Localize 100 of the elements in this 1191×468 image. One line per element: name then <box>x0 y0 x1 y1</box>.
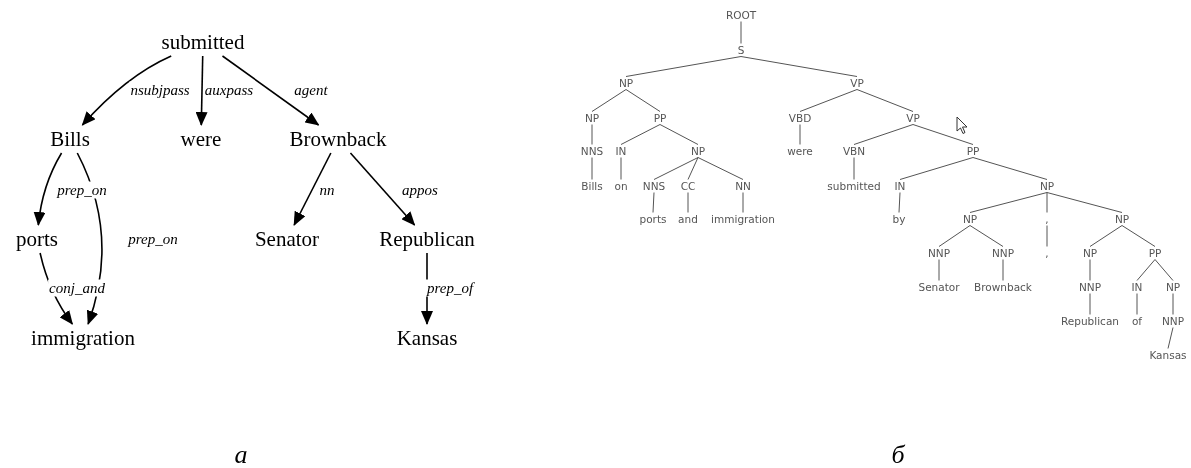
arrow <box>195 55 208 126</box>
tree-label: NNS <box>580 144 604 157</box>
tree-branch-line <box>742 192 744 213</box>
word-label: Brownback <box>289 127 387 151</box>
tree-label: Senator <box>918 280 960 293</box>
tree-label: ports <box>639 212 667 225</box>
tree-branch-line <box>740 56 858 77</box>
tree-branch-line <box>1121 225 1156 247</box>
tree-branch-line <box>1089 293 1091 315</box>
word-label: ports <box>16 227 58 251</box>
tree-branch-line <box>799 124 801 145</box>
tree-branch-line <box>1136 293 1138 315</box>
tree-branch-line <box>853 157 855 180</box>
arrow <box>81 55 172 126</box>
tree-branch-line <box>1002 259 1004 281</box>
tree-branch-line <box>1046 192 1048 213</box>
tree-label: of <box>1131 314 1143 327</box>
tree-branch-line <box>856 89 914 112</box>
tree-label: VP <box>850 76 864 89</box>
panel-caption: а <box>234 441 248 468</box>
arrow <box>33 152 63 226</box>
tree-branch-line <box>687 192 689 213</box>
tree-branch-line <box>969 192 1048 213</box>
tree-branch-line <box>972 157 1048 180</box>
tree-label: S <box>737 43 745 56</box>
tree-branch-line <box>799 89 858 112</box>
tree-branch-line <box>898 192 901 213</box>
tree-branch-line <box>687 157 699 180</box>
tree-branch-line <box>1046 225 1048 247</box>
tree-branch-line <box>1172 293 1174 315</box>
edge-label: nsubjpass <box>129 81 191 99</box>
tree-label: Bills <box>581 179 603 192</box>
tree-label: NP <box>1114 212 1130 225</box>
tree-branch-line <box>620 157 622 180</box>
word-label: Bills <box>50 127 90 151</box>
tree-branch-line <box>620 124 661 145</box>
tree-branch-line <box>625 56 742 77</box>
tree-branch-line <box>938 259 940 281</box>
tree-branch-line <box>1136 259 1156 281</box>
tree-label: IN <box>1131 280 1143 293</box>
tree-label: were <box>787 144 813 157</box>
tree-label: IN <box>615 144 627 157</box>
arrow <box>293 152 332 226</box>
tree-label: NNP <box>1162 314 1184 327</box>
tree-label: NP <box>1039 179 1055 192</box>
tree-branch-line <box>938 225 971 247</box>
tree-label: NP <box>1082 246 1098 259</box>
word-label: submitted <box>161 30 245 54</box>
tree-branch-line <box>899 157 974 180</box>
tree-branch-line <box>652 192 655 213</box>
tree-label: NN <box>735 179 751 192</box>
word-label: were <box>180 127 222 151</box>
tree-branch-line <box>659 124 699 145</box>
tree-label: CC <box>680 179 696 192</box>
tree-branch-line <box>1154 259 1174 281</box>
tree-label: NP <box>584 111 600 124</box>
tree-label: by <box>892 212 906 225</box>
tree-label: immigration <box>711 212 775 225</box>
tree-label: ROOT <box>725 8 757 21</box>
tree-branch-line <box>591 124 593 145</box>
panel-caption: б <box>891 441 905 468</box>
word-label: Kansas <box>396 326 458 350</box>
tree-branch-line <box>912 124 974 145</box>
edge-label: prep_of <box>425 279 475 297</box>
tree-branch-line <box>740 21 742 44</box>
tree-label: PP <box>653 111 667 124</box>
tree-branch-line <box>697 157 744 180</box>
tree-label: IN <box>894 179 906 192</box>
tree-label: and <box>678 212 698 225</box>
tree-label: NNP <box>992 246 1014 259</box>
tree-label: on <box>614 179 628 192</box>
tree-label: VBD <box>788 111 812 124</box>
edge-label: conj_and <box>48 279 106 297</box>
word-label: Republican <box>379 227 475 251</box>
arrow <box>349 152 416 226</box>
tree-branch-line <box>625 89 661 112</box>
tree-branch-line <box>1046 192 1123 213</box>
arrow <box>221 55 320 126</box>
tree-label: NP <box>1165 280 1181 293</box>
tree-branch-line <box>591 89 627 112</box>
edge-label: prep_on <box>56 181 108 199</box>
tree-branch-line <box>853 124 914 145</box>
tree-label: PP <box>1148 246 1162 259</box>
tree-label: NP <box>618 76 634 89</box>
tree-label: , <box>1045 212 1049 225</box>
tree-branch-line <box>653 157 699 180</box>
tree-branch-line <box>1089 225 1123 247</box>
tree-label: , <box>1045 246 1049 259</box>
tree-branch-line <box>591 157 593 180</box>
tree-label: NNP <box>1079 280 1101 293</box>
tree-label: NP <box>690 144 706 157</box>
tree-label: Kansas <box>1149 348 1187 361</box>
tree-label: Brownback <box>974 280 1032 293</box>
tree-label: PP <box>966 144 980 157</box>
tree-branch-line <box>969 225 1004 247</box>
tree-label: NP <box>962 212 978 225</box>
tree-label: Republican <box>1061 314 1119 327</box>
word-label: immigration <box>31 326 135 350</box>
tree-label: VBN <box>842 144 866 157</box>
tree-label: VP <box>906 111 920 124</box>
